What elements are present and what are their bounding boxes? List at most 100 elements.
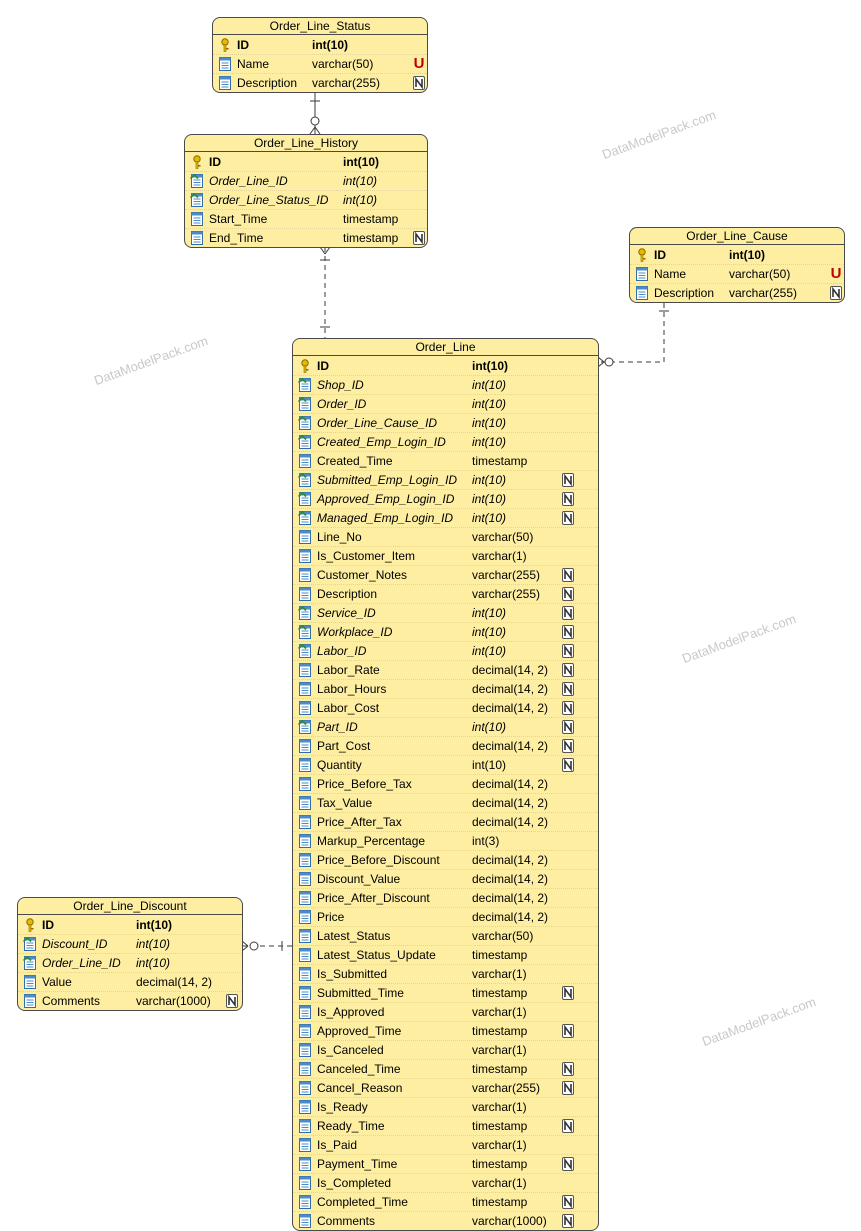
column-icon	[298, 986, 312, 1000]
column-type: timestamp	[472, 948, 528, 962]
column-icon	[298, 815, 312, 829]
column-icon	[298, 1214, 312, 1228]
column-name: Order_Line_Status_ID	[209, 193, 329, 207]
nullable-icon	[562, 567, 574, 583]
column-name: Canceled_Time	[317, 1062, 401, 1076]
rel-status-history-crow-left	[309, 126, 316, 135]
column-type: int(10)	[729, 248, 765, 262]
foreign-key-column-icon	[297, 415, 312, 430]
key-icon	[23, 918, 37, 932]
column-name: Cancel_Reason	[317, 1081, 403, 1095]
column-type: varchar(255)	[472, 1081, 541, 1095]
column-type: int(10)	[472, 416, 507, 430]
column-icon	[298, 1138, 312, 1152]
column-icon	[298, 587, 312, 601]
rel-line-history-crow-right	[324, 246, 331, 255]
column-name: Submitted_Emp_Login_ID	[317, 473, 458, 487]
entity-title: Order_Line_Cause	[630, 228, 844, 245]
column-type: int(10)	[472, 397, 507, 411]
column-type: int(10)	[472, 492, 507, 506]
column-type: decimal(14, 2)	[472, 777, 549, 791]
column-type: int(10)	[472, 511, 507, 525]
column-type: timestamp	[472, 1024, 528, 1038]
column-row[interactable]: Cancel_Reason varchar(255)	[293, 1079, 598, 1098]
column-type: int(10)	[472, 378, 507, 392]
rel-cause-line-line	[598, 303, 665, 363]
column-name: Price_Before_Discount	[317, 853, 440, 867]
nullable-icon	[562, 1061, 574, 1077]
column-icon	[298, 948, 312, 962]
column-name: Value	[42, 975, 72, 989]
column-type: int(10)	[472, 606, 507, 620]
column-type: timestamp	[472, 454, 528, 468]
column-name: Price_After_Tax	[317, 815, 402, 829]
